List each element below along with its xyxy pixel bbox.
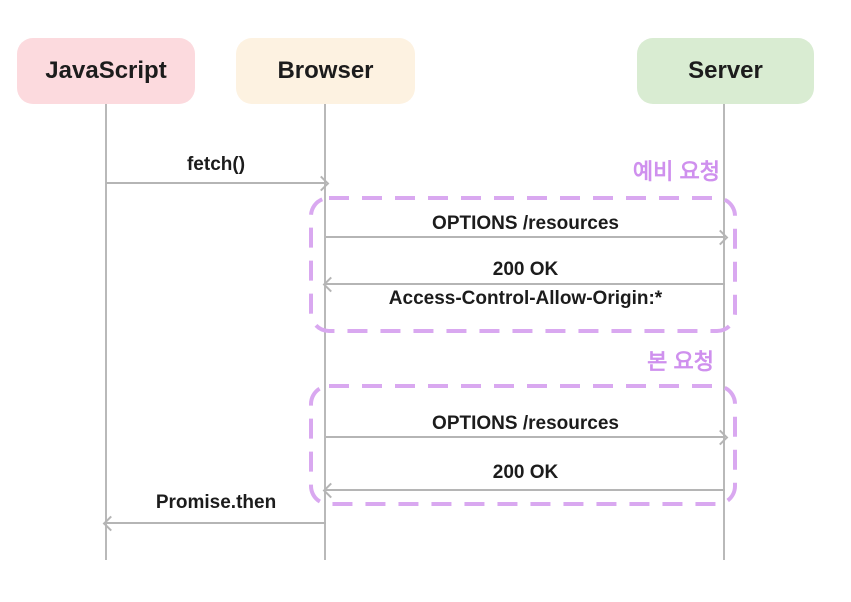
actor-box-server: Server bbox=[637, 38, 814, 104]
message-arrow-main-response bbox=[322, 482, 725, 499]
message-arrow-preflight-request bbox=[326, 229, 729, 246]
message-label-main-response: 200 OK bbox=[492, 462, 559, 483]
lifeline-javascript bbox=[105, 104, 107, 560]
message-label-fetch: fetch() bbox=[186, 154, 246, 175]
message-label-promise-then: Promise.then bbox=[155, 492, 277, 513]
message-arrow-promise-then bbox=[102, 515, 326, 532]
preflight-group-label: 예비 요청 bbox=[632, 159, 720, 184]
actor-box-browser: Browser bbox=[236, 38, 415, 104]
actor-label-javascript: JavaScript bbox=[45, 57, 167, 84]
message-arrow-preflight-response bbox=[322, 276, 725, 293]
actor-label-browser: Browser bbox=[277, 57, 374, 84]
preflight-group-box bbox=[309, 196, 737, 333]
actor-box-javascript: JavaScript bbox=[17, 38, 195, 104]
main-group-box bbox=[309, 384, 737, 506]
arrowhead-right-icon bbox=[313, 175, 330, 192]
message-label-preflight-response-header: Access-Control-Allow-Origin:* bbox=[388, 288, 663, 309]
actor-label-server: Server bbox=[688, 57, 763, 84]
message-label-main-request: OPTIONS /resources bbox=[432, 413, 619, 434]
lifeline-server bbox=[723, 104, 725, 560]
message-arrow-main-request bbox=[326, 429, 729, 446]
message-label-preflight-response: 200 OK bbox=[492, 259, 559, 280]
main-group-label: 본 요청 bbox=[647, 349, 714, 374]
message-label-preflight-request: OPTIONS /resources bbox=[432, 213, 619, 234]
message-arrow-fetch bbox=[106, 175, 330, 192]
